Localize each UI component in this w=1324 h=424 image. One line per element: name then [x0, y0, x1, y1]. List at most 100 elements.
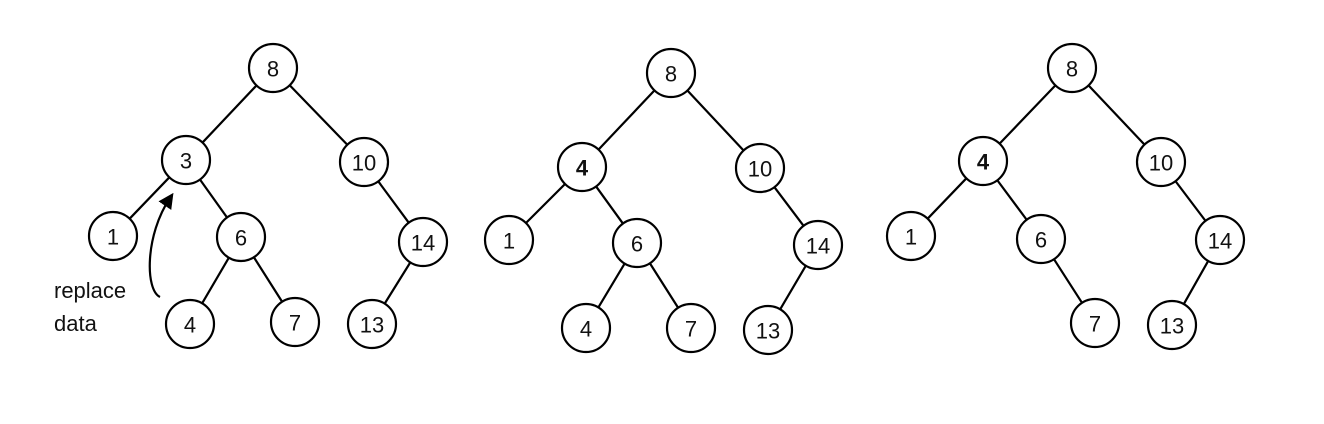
node-label: 7: [1089, 312, 1101, 337]
node-label: 10: [1149, 151, 1173, 176]
node-circle: [734, 142, 786, 194]
tree-node: 4: [560, 302, 612, 354]
tree-node: 14: [792, 219, 844, 271]
tree-node: 7: [665, 302, 717, 354]
node-circle: [160, 134, 212, 186]
tree-node: 13: [742, 304, 794, 356]
tree-node: 4: [164, 298, 216, 350]
node-label: 7: [289, 311, 301, 336]
node-label: 3: [180, 149, 192, 174]
tree-node: 7: [1069, 297, 1121, 349]
annotation-line2: data: [54, 311, 98, 336]
node-label: 8: [267, 57, 279, 82]
node-circle: [247, 42, 299, 94]
node-label: 6: [235, 226, 247, 251]
tree-edge: [648, 262, 680, 309]
tree-edge: [926, 177, 968, 220]
tree-node: 13: [346, 298, 398, 350]
tree-node: 6: [1015, 213, 1067, 265]
node-label: 13: [360, 313, 384, 338]
node-label: 8: [1066, 57, 1078, 82]
node-label: 13: [756, 319, 780, 344]
tree-edge: [383, 261, 412, 305]
node-circle: [792, 219, 844, 271]
tree-node: 1: [87, 210, 139, 262]
node-label: 1: [107, 225, 119, 250]
tree-node: 8: [247, 42, 299, 94]
node-label: 6: [1035, 228, 1047, 253]
node-circle: [560, 302, 612, 354]
node-circle: [215, 211, 267, 263]
node-circle: [397, 216, 449, 268]
node-circle: [1015, 213, 1067, 265]
node-label: 14: [1208, 229, 1232, 254]
node-label: 8: [665, 62, 677, 87]
tree-edge: [779, 264, 807, 311]
tree-node: 13: [1146, 299, 1198, 351]
node-label: 4: [576, 156, 589, 181]
tree-node: 8: [645, 47, 697, 99]
tree-node: 10: [734, 142, 786, 194]
tree-node: 3: [160, 134, 212, 186]
node-circle: [483, 214, 535, 266]
tree-node: 14: [397, 216, 449, 268]
node-label: 1: [905, 225, 917, 250]
tree-node: 4: [957, 135, 1009, 187]
node-circle: [665, 302, 717, 354]
tree-edge: [128, 176, 171, 220]
annotation-line1: replace: [54, 278, 126, 303]
tree-edge: [1174, 180, 1207, 222]
node-label: 14: [411, 231, 435, 256]
node-circle: [957, 135, 1009, 187]
node-label: 13: [1160, 314, 1184, 339]
tree-edge: [201, 256, 230, 305]
node-circle: [1146, 299, 1198, 351]
node-label: 4: [977, 150, 990, 175]
tree-node: 4: [556, 141, 608, 193]
node-circle: [645, 47, 697, 99]
tree-edge: [773, 186, 805, 227]
tree-edge: [597, 89, 656, 151]
node-circle: [346, 298, 398, 350]
tree-edge: [198, 178, 229, 219]
tree-edge: [1087, 84, 1146, 146]
node-label: 4: [580, 317, 592, 342]
node-circle: [338, 136, 390, 188]
tree-node: 6: [611, 217, 663, 269]
tree-edge: [1182, 259, 1210, 306]
tree-node: 1: [483, 214, 535, 266]
tree-node: 14: [1194, 214, 1246, 266]
node-circle: [1135, 136, 1187, 188]
tree-edge: [201, 84, 258, 144]
tree-node: 6: [215, 211, 267, 263]
node-label: 4: [184, 313, 196, 338]
node-label: 10: [748, 157, 772, 182]
tree-edge: [524, 182, 567, 225]
node-circle: [611, 217, 663, 269]
tree-edge: [1052, 258, 1084, 304]
node-circle: [1069, 297, 1121, 349]
node-circle: [269, 296, 321, 348]
node-circle: [556, 141, 608, 193]
replace-arrow: [148, 192, 174, 298]
node-circle: [164, 298, 216, 350]
node-circle: [87, 210, 139, 262]
tree-edge: [288, 84, 349, 146]
tree-1: 8 3 10 1 6 14 4 7 13: [87, 42, 449, 350]
replace-data-annotation: replace data: [54, 192, 174, 336]
tree-edge: [686, 89, 745, 152]
tree-edge: [597, 262, 626, 309]
node-circle: [885, 210, 937, 262]
node-label: 14: [806, 234, 830, 259]
node-label: 1: [503, 229, 515, 254]
tree-node: 1: [885, 210, 937, 262]
tree-edge: [594, 185, 625, 225]
tree-edge: [252, 256, 284, 303]
node-label: 10: [352, 151, 376, 176]
tree-node: 10: [1135, 136, 1187, 188]
tree-node: 10: [338, 136, 390, 188]
